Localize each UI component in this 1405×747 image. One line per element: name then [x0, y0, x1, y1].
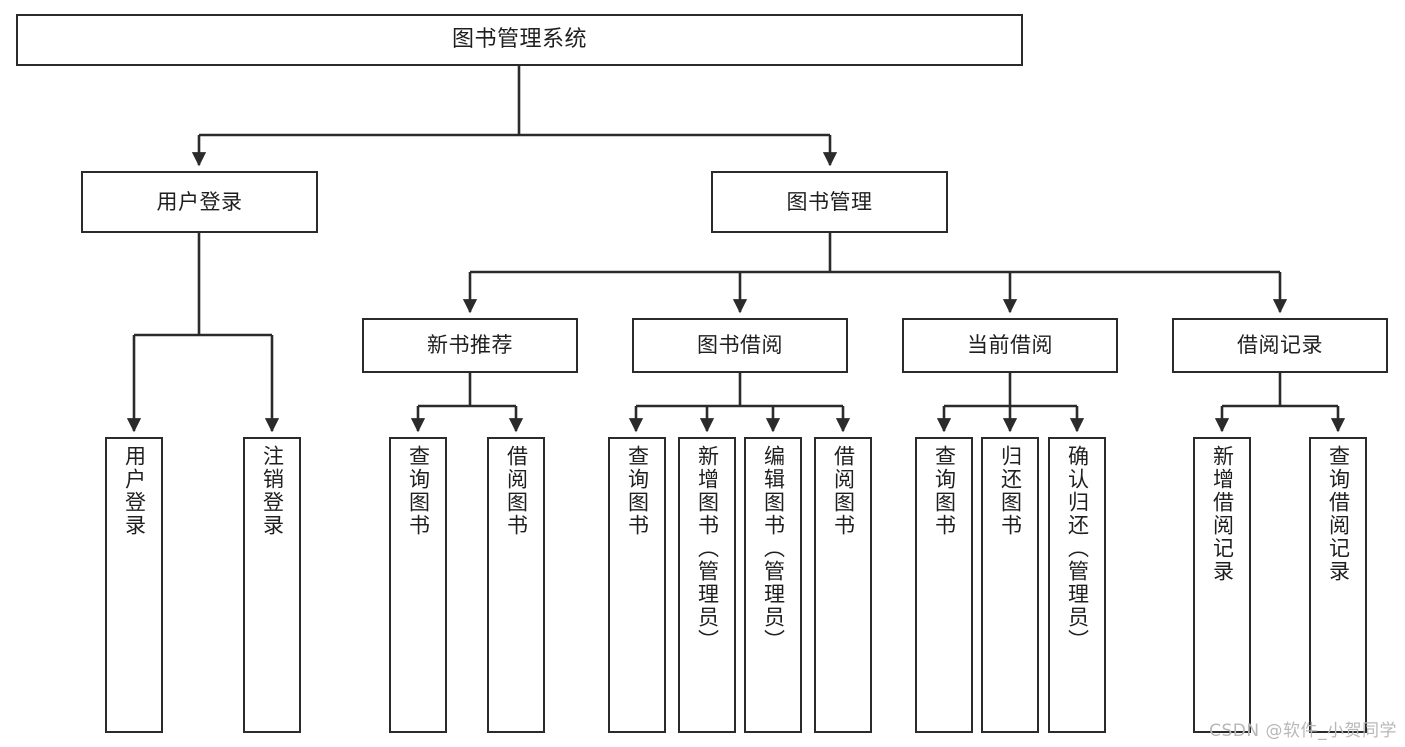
node-label: 图书管理系统 — [451, 27, 587, 53]
leaf-logout[interactable]: 注销登录 — [243, 437, 301, 733]
node-label: 图书管理 — [786, 189, 873, 214]
node-label: 注销登录 — [260, 445, 285, 537]
node-label: 查询借阅记录 — [1326, 445, 1351, 583]
node-label: 借阅图书 — [831, 445, 856, 537]
leaf-edit-book-admin[interactable]: 编辑图书（管理员） — [744, 437, 802, 733]
node-label: 用户登录 — [122, 445, 147, 537]
leaf-add-borrow-record[interactable]: 新增借阅记录 — [1193, 437, 1251, 733]
node-label: 查询图书 — [625, 445, 650, 537]
node-root-book-management-system[interactable]: 图书管理系统 — [16, 14, 1023, 66]
leaf-confirm-return-admin[interactable]: 确认归还（管理员） — [1048, 437, 1106, 733]
leaf-query-book-borrow[interactable]: 查询图书 — [608, 437, 666, 733]
node-new-book-recommend[interactable]: 新书推荐 — [362, 318, 578, 373]
leaf-add-book-admin[interactable]: 新增图书（管理员） — [678, 437, 736, 733]
leaf-query-book-recommend[interactable]: 查询图书 — [389, 437, 447, 733]
node-book-borrow[interactable]: 图书借阅 — [632, 318, 848, 373]
leaf-user-login[interactable]: 用户登录 — [105, 437, 163, 733]
node-label: 借阅图书 — [504, 445, 529, 537]
leaf-query-borrow-record[interactable]: 查询借阅记录 — [1309, 437, 1367, 733]
leaf-borrow-book-recommend[interactable]: 借阅图书 — [487, 437, 545, 733]
node-label: 图书借阅 — [697, 333, 783, 358]
watermark: CSDN @软件_小贺同学 — [1209, 721, 1397, 741]
leaf-borrow-book[interactable]: 借阅图书 — [814, 437, 872, 733]
node-label: 用户登录 — [156, 189, 243, 214]
leaf-return-book[interactable]: 归还图书 — [981, 437, 1039, 733]
node-label: 新增借阅记录 — [1210, 445, 1235, 583]
node-borrow-record[interactable]: 借阅记录 — [1172, 318, 1388, 373]
node-user-login[interactable]: 用户登录 — [81, 171, 318, 233]
node-label: 编辑图书（管理员） — [761, 445, 786, 652]
node-label: 新书推荐 — [427, 333, 513, 358]
node-label: 新增图书（管理员） — [695, 445, 720, 652]
node-label: 归还图书 — [998, 445, 1023, 537]
node-label: 确认归还（管理员） — [1065, 445, 1090, 652]
leaf-query-book-current[interactable]: 查询图书 — [915, 437, 973, 733]
node-book-management[interactable]: 图书管理 — [711, 171, 948, 233]
node-label: 借阅记录 — [1237, 333, 1323, 358]
node-label: 查询图书 — [406, 445, 431, 537]
node-label: 查询图书 — [932, 445, 957, 537]
node-label: 当前借阅 — [967, 333, 1053, 358]
node-current-borrow[interactable]: 当前借阅 — [902, 318, 1118, 373]
